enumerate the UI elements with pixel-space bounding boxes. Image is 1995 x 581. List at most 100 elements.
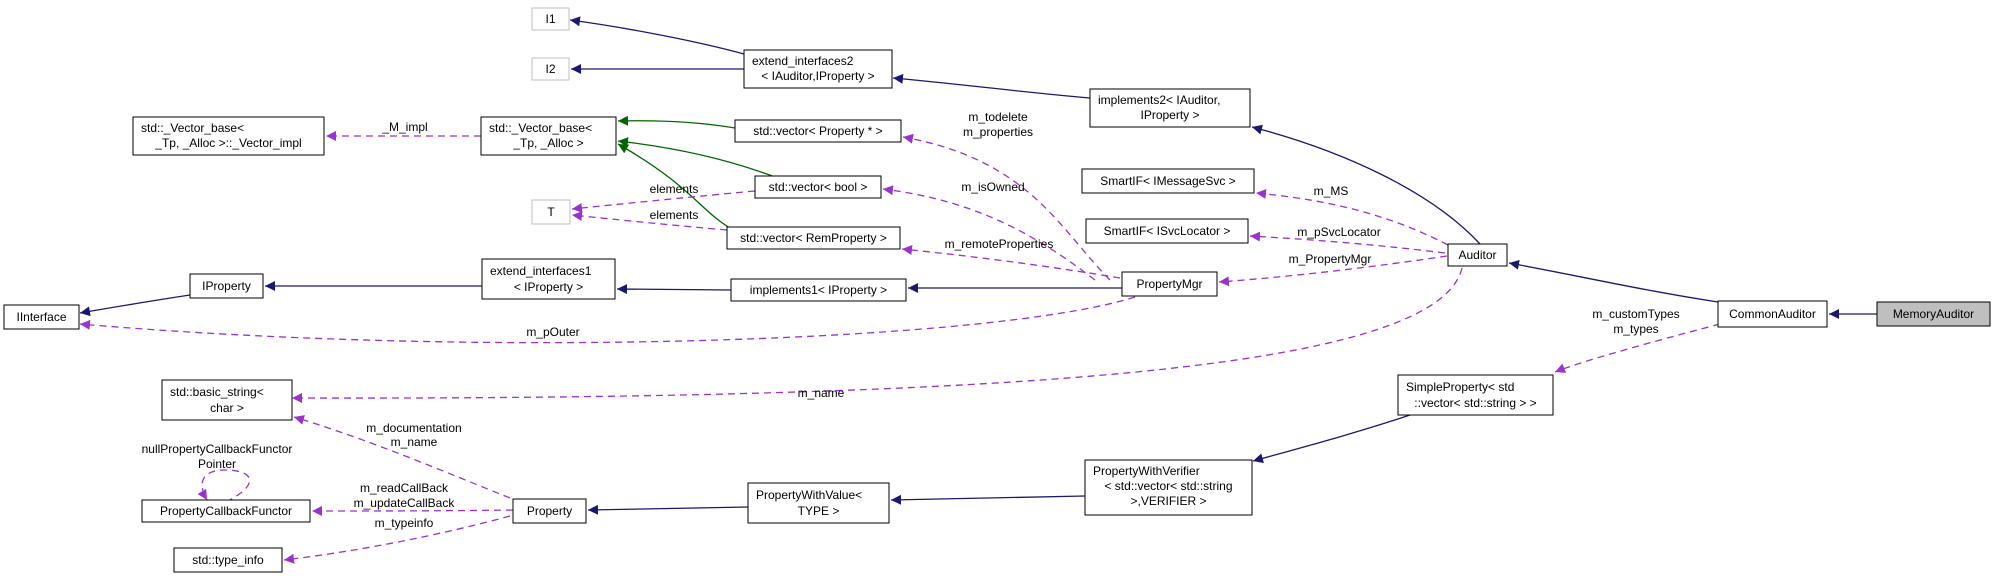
node-label: Property	[527, 504, 572, 518]
node-propertywithvalue[interactable]: PropertyWithValue< TYPE >	[747, 482, 890, 524]
node-vector-bool[interactable]: std::vector< bool >	[754, 175, 882, 199]
edge-label-m-impl: _M_impl	[381, 120, 427, 134]
node-label: >,VERIFIER >	[1130, 494, 1206, 508]
node-label: < IAuditor,IProperty >	[761, 69, 874, 83]
node-propertymgr[interactable]: PropertyMgr	[1121, 271, 1218, 297]
edge-propmgr-to-vbool	[882, 185, 1096, 281]
node-simpleproperty[interactable]: SimpleProperty< std ::vector< std::strin…	[1397, 374, 1554, 416]
edge-pwv-to-property	[587, 504, 749, 515]
node-smartif-isvclocator[interactable]: SmartIF< ISvcLocator >	[1085, 218, 1249, 244]
edge-label-m-updatecallback: m_updateCallBack	[354, 496, 456, 510]
node-label: std::vector< Property * >	[753, 124, 882, 138]
edge-vbool-to-vbase	[617, 137, 776, 178]
node-label: MemoryAuditor	[1893, 307, 1974, 321]
node-label: ::vector< std::string > >	[1414, 396, 1536, 410]
edge-property-to-typeinfo	[283, 515, 511, 564]
node-label: < std::vector< std::string	[1104, 479, 1232, 493]
node-label: std::_Vector_base<	[141, 121, 244, 135]
node-label: std::vector< bool >	[769, 180, 868, 194]
edge-auditor-to-impl2	[1251, 124, 1481, 245]
node-label: std::basic_string<	[170, 385, 264, 399]
node-type-info[interactable]: std::type_info	[173, 547, 283, 573]
node-label: PropertyWithValue<	[756, 488, 862, 502]
node-vector-remproperty[interactable]: std::vector< RemProperty >	[726, 226, 901, 250]
node-propertycallbackfunctor[interactable]: PropertyCallbackFunctor	[141, 499, 311, 523]
node-vector-impl[interactable]: std::_Vector_base< _Tp, _Alloc >::_Vecto…	[132, 116, 325, 156]
node-propertywithverifier[interactable]: PropertyWithVerifier < std::vector< std:…	[1084, 459, 1253, 516]
node-label: extend_interfaces1	[490, 264, 592, 278]
node-iproperty[interactable]: IProperty	[189, 273, 264, 299]
edge-vrem-to-vbase	[617, 143, 731, 229]
inheritance-edges	[79, 16, 1877, 515]
edge-property-to-pcbf	[311, 505, 514, 516]
edge-label-elements-rem: elements	[650, 208, 699, 222]
node-auditor[interactable]: Auditor	[1447, 243, 1508, 267]
edge-labels: _M_impl m_todelete m_properties m_isOwne…	[142, 110, 1680, 530]
edge-vprop-to-vbase	[617, 115, 736, 129]
node-extend-interfaces2[interactable]: extend_interfaces2 < IAuditor,IProperty …	[743, 49, 893, 89]
node-T[interactable]: T	[531, 199, 571, 225]
edge-common-to-auditor	[1508, 259, 1719, 303]
edge-label-m-todelete: m_todelete	[968, 110, 1028, 124]
node-vector-base[interactable]: std::_Vector_base< _Tp, _Alloc >	[480, 116, 617, 156]
template-edges	[617, 115, 776, 229]
node-label: Auditor	[1458, 248, 1496, 262]
node-label: implements1< IProperty >	[750, 283, 887, 297]
edge-label-m-types: m_types	[1613, 322, 1658, 336]
edge-label-m-properties: m_properties	[963, 125, 1033, 139]
edge-extend2-to-I1	[569, 16, 745, 55]
edge-propmgr-to-vprop	[902, 133, 1111, 281]
edge-property-to-basicstr	[293, 415, 511, 499]
node-label: implements2< IAuditor,	[1098, 93, 1220, 107]
edge-label-m-name-property: m_name	[391, 435, 438, 449]
edge-propmgr-to-iinterface	[79, 296, 1136, 344]
node-label: T	[547, 205, 555, 219]
edge-auditor-to-basicstr	[291, 267, 1463, 404]
node-label: _Tp, _Alloc >::_Vector_impl	[154, 136, 301, 150]
edge-impl2-to-extend2	[892, 73, 1091, 99]
node-basic-string[interactable]: std::basic_string< char >	[161, 379, 293, 421]
node-label: char >	[210, 401, 244, 415]
edge-label-m-pouter: m_pOuter	[526, 325, 579, 339]
edge-iproperty-to-iinterface	[79, 294, 191, 317]
class-nodes: I1 I2 extend_interfaces2 < IAuditor,IPro…	[3, 7, 1991, 573]
node-label: SimpleProperty< std	[1406, 380, 1514, 394]
node-I1[interactable]: I1	[531, 7, 570, 31]
node-label: extend_interfaces2	[752, 54, 854, 68]
edge-label-m-name: m_name	[798, 386, 845, 400]
node-property[interactable]: Property	[512, 498, 587, 524]
node-vector-property[interactable]: std::vector< Property * >	[734, 119, 902, 143]
edge-common-to-simpleprop	[1554, 323, 1721, 373]
edge-label-m-customtypes: m_customTypes	[1592, 307, 1679, 321]
node-extend-interfaces1[interactable]: extend_interfaces1 < IProperty >	[481, 258, 616, 300]
node-label: _Tp, _Alloc >	[512, 136, 583, 150]
node-implements2[interactable]: implements2< IAuditor, IProperty >	[1089, 88, 1251, 128]
edge-vbool-to-T	[571, 190, 756, 213]
node-iinterface[interactable]: IInterface	[3, 304, 80, 330]
node-label: CommonAuditor	[1729, 307, 1816, 321]
usage-edges	[79, 131, 1721, 564]
node-label: < IProperty >	[514, 280, 583, 294]
node-label: PropertyMgr	[1136, 277, 1202, 291]
node-smartif-imessagesvc[interactable]: SmartIF< IMessageSvc >	[1081, 168, 1255, 194]
node-label: std::_Vector_base<	[489, 121, 592, 135]
node-implements1[interactable]: implements1< IProperty >	[730, 278, 907, 302]
edge-auditor-to-propmgr	[1218, 255, 1448, 287]
edge-auditor-to-msgsvc	[1255, 188, 1449, 246]
edge-label-m-psvclocator: m_pSvcLocator	[1297, 225, 1380, 239]
node-label: TYPE >	[798, 504, 840, 518]
node-label: SmartIF< ISvcLocator >	[1104, 224, 1231, 238]
node-label: PropertyWithVerifier	[1093, 464, 1200, 478]
node-memoryauditor[interactable]: MemoryAuditor	[1876, 301, 1991, 327]
node-commonauditor[interactable]: CommonAuditor	[1717, 300, 1828, 328]
node-label: std::type_info	[192, 553, 264, 567]
node-I2[interactable]: I2	[531, 57, 570, 81]
edge-pwver-to-simpleprop	[1252, 413, 1414, 464]
edge-propmgr-to-vrem	[901, 245, 1121, 279]
edge-label-m-documentation: m_documentation	[366, 421, 461, 435]
edge-label-m-isowned: m_isOwned	[961, 180, 1024, 194]
edge-label-nullcallback: nullPropertyCallbackFunctor	[142, 442, 293, 456]
edge-auditor-to-svcloc	[1249, 231, 1446, 254]
edge-label-m-propertymgr: m_PropertyMgr	[1289, 252, 1372, 266]
